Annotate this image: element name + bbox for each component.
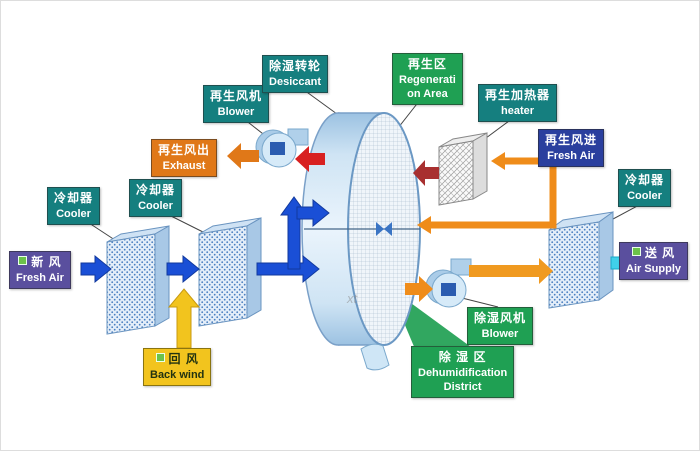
arrow-heater-to-wheel (413, 160, 439, 186)
label-desiccant-wheel: 除湿转轮 Desiccant (262, 55, 329, 93)
arrow-fan-to-exhaust (227, 143, 259, 169)
arrow-cooler1-to-cooler2 (166, 254, 200, 284)
wheel-ribbon (360, 343, 390, 371)
heater-box (438, 132, 488, 206)
label-exhaust: 再生风出 Exhaust (151, 139, 218, 177)
cooler-box-2 (198, 217, 262, 327)
bullet-icon (18, 256, 28, 265)
wheel-valve-icon (376, 222, 384, 236)
label-regeneration-area: 再生区 Regenerati on Area (392, 53, 463, 106)
arrow-fan-to-cooler3 (469, 258, 553, 284)
bullet-icon (631, 247, 641, 256)
regen-blower-fan (255, 128, 309, 168)
wheel-valve-icon (384, 222, 392, 236)
arrow-wheel-to-dehumid-fan (405, 276, 433, 302)
regen-inlet-duct (429, 157, 557, 229)
process-air-arrows (80, 196, 330, 284)
dehumid-blower-fan (425, 258, 472, 308)
label-air-supply: 送 风 Air Supply (619, 242, 689, 280)
arrow-into-wheel-mid (417, 216, 431, 234)
desiccant-wheel (301, 112, 421, 371)
arrow-wheel-to-regen-fan (295, 146, 325, 172)
label-cooler-1: 冷却器 Cooler (47, 187, 101, 225)
regen-air-arrows (227, 143, 557, 234)
arrow-bypass-to-wheel (296, 198, 330, 228)
back-wind-arrow (167, 288, 201, 349)
label-regen-blower: 再生风机 Blower (203, 85, 270, 123)
label-back-wind: 回 风 Back wind (143, 348, 212, 386)
label-dehumid-blower: 除湿风机 Blower (467, 307, 534, 345)
label-dehumid-district: 除 湿 区 Dehumidification District (411, 346, 515, 399)
label-regen-heater: 再生加热器 heater (478, 84, 558, 122)
label-fresh-air-in: 新 风 Fresh Air (9, 251, 71, 289)
arrow-freshair-to-cooler1 (80, 254, 112, 284)
label-cooler-3: 冷却器 Cooler (618, 169, 672, 207)
cooler-box-1 (106, 225, 170, 335)
cooler-box-3 (548, 211, 614, 309)
bullet-icon (155, 353, 165, 362)
watermark-text: xt (347, 291, 358, 306)
label-regen-fresh-air: 再生风进 Fresh Air (538, 129, 605, 167)
arrow-into-heater (491, 152, 505, 170)
label-cooler-2: 冷却器 Cooler (129, 179, 183, 217)
